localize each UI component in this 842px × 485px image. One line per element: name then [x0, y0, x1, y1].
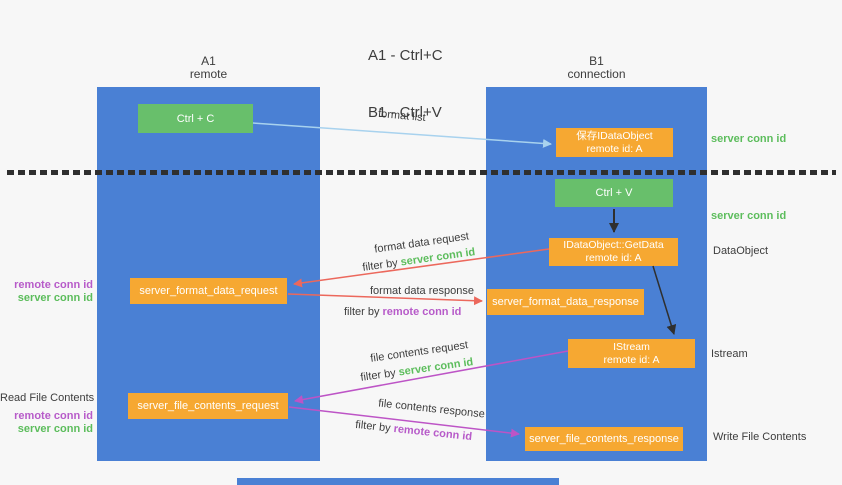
label-left-remote-conn-id-1: remote conn id: [14, 279, 93, 291]
label-filter-by-remote-conn-id-1: filter by remote conn id: [344, 306, 461, 318]
label-remote-conn-id-1: remote conn id: [382, 306, 462, 318]
label-right-istream: Istream: [711, 348, 748, 360]
label-left-read-file-contents: Read File Contents: [0, 392, 95, 404]
node-server-file-contents-request: server_file_contents_request: [128, 393, 288, 419]
node-save-idataobject: 保存IDataObject remote id: A: [556, 128, 673, 157]
column-header-a1-role: remote: [189, 67, 228, 81]
column-header-a1-id: A1: [201, 54, 216, 68]
column-header-b1-role: connection: [567, 67, 626, 81]
node-save-idataobject-line2: remote id: A: [586, 142, 643, 155]
node-idataobject-getdata: IDataObject::GetData remote id: A: [549, 238, 678, 266]
label-filter-by-remote-conn-id-2: filter by remote conn id: [355, 419, 473, 443]
node-server-format-data-response-box: server_format_data_response: [487, 289, 644, 315]
node-server-format-data-request: server_format_data_request: [130, 278, 287, 304]
node-istream: IStream remote id: A: [568, 339, 695, 368]
diagram-title-line1: A1 - Ctrl+C: [368, 47, 443, 64]
node-ctrl-c-label: Ctrl + C: [176, 112, 215, 125]
node-ctrl-c: Ctrl + C: [138, 104, 253, 133]
session-divider-dotted-line: [7, 170, 836, 175]
node-ctrl-v-label: Ctrl + V: [595, 187, 633, 199]
node-server-file-contents-response-label: server_file_contents_response: [529, 433, 679, 445]
label-right-dataobject: DataObject: [713, 245, 769, 257]
diagram-title: A1 - Ctrl+C B1 - Ctrl+V: [368, 8, 443, 160]
label-format-data-response: format data response: [370, 285, 474, 297]
node-server-file-contents-response: server_file_contents_response: [525, 427, 683, 451]
label-filter-by-prefix-3: filter by: [359, 366, 400, 384]
node-idataobject-getdata-line1: IDataObject::GetData: [563, 239, 664, 251]
column-header-a1: A1 remote: [97, 55, 320, 81]
label-right-write-file-contents: Write File Contents: [713, 431, 807, 443]
label-filter-by-prefix-1: filter by: [361, 256, 402, 274]
node-istream-line1: IStream: [613, 340, 650, 353]
diagram-title-line2: B1 - Ctrl+V: [368, 104, 442, 121]
node-server-file-contents-request-label: server_file_contents_request: [137, 400, 279, 412]
label-left-server-conn-id-1: server conn id: [17, 292, 93, 304]
label-right-server-conn-id-mid: server conn id: [711, 210, 787, 222]
label-right-server-conn-id-top: server conn id: [711, 133, 787, 145]
label-filter-by-prefix-2: filter by: [344, 306, 383, 318]
node-istream-line2: remote id: A: [603, 353, 660, 366]
node-server-format-data-request-label: server_format_data_request: [139, 285, 278, 297]
column-header-b1-id: B1: [589, 54, 604, 68]
node-server-format-data-response-label: server_format_data_response: [492, 296, 639, 308]
node-ctrl-v: Ctrl + V: [555, 179, 673, 207]
bottom-blue-strip: [237, 478, 559, 485]
node-idataobject-getdata-line2: remote id: A: [585, 252, 642, 264]
column-header-b1: B1 connection: [486, 55, 707, 81]
label-filter-by-prefix-4: filter by: [354, 418, 395, 435]
label-left-server-conn-id-2: server conn id: [17, 423, 93, 435]
label-left-remote-conn-id-2: remote conn id: [14, 410, 93, 422]
node-save-idataobject-line1: 保存IDataObject: [576, 129, 653, 142]
label-remote-conn-id-2: remote conn id: [392, 422, 473, 444]
label-file-contents-response: file contents response: [377, 397, 486, 421]
label-server-conn-id-2: server conn id: [397, 356, 475, 379]
